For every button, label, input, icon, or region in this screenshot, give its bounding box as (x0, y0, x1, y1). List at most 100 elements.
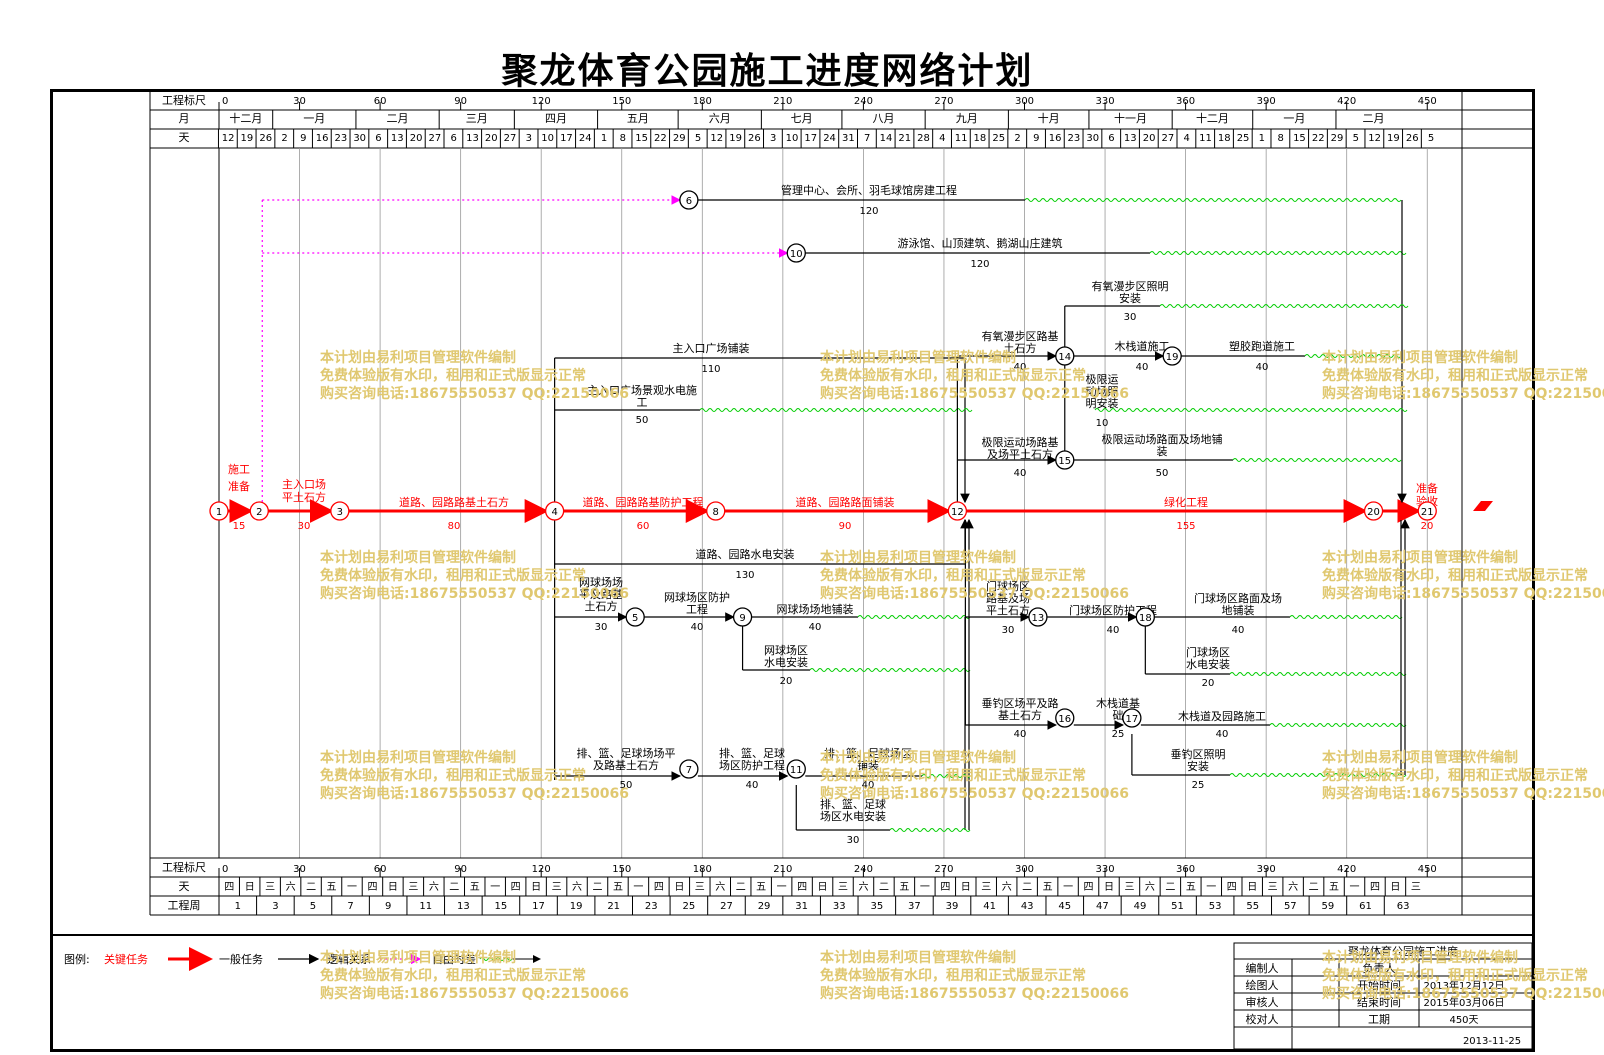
task-duration: 30 (1002, 625, 1015, 636)
task-name: 装 (1157, 445, 1168, 458)
task-critical-5-name: 道路、园路路面铺装 (796, 495, 895, 509)
node-label: 2 (256, 507, 262, 518)
month-label-cell: 一月 (303, 112, 325, 125)
week-cell: 25 (683, 901, 696, 912)
month-label-cell: 十一月 (1114, 111, 1147, 125)
weekday-cell: 三 (981, 882, 991, 893)
task-name: 工 (637, 396, 648, 409)
node-label: 8 (713, 507, 719, 518)
float-wave (1159, 304, 1409, 308)
node-circle (209, 501, 229, 521)
weekday-cell: 六 (429, 881, 439, 893)
node-circle (947, 501, 968, 521)
task-duration: 40 (1014, 362, 1027, 373)
tick-label: 450 (1418, 96, 1437, 107)
week-cell: 33 (833, 901, 846, 912)
week-cell: 43 (1021, 901, 1034, 912)
tick-label: 390 (1257, 96, 1276, 107)
watermark-line: 购买咨询电话:18675550537 QQ:22150066 (320, 585, 629, 602)
tick-label: 420 (1337, 96, 1356, 107)
end-flag (1473, 501, 1493, 511)
watermark-line: 本计划由易利项目管理软件编制 (320, 749, 516, 766)
day-label-cell: 24 (823, 133, 836, 144)
week-cell: 39 (946, 901, 959, 912)
day-label-cell: 12 (1368, 133, 1381, 144)
node-14: 14 (1055, 346, 1075, 366)
node-10: 10 (786, 243, 806, 263)
task-duration: 50 (1156, 468, 1169, 479)
watermark-line: 购买咨询电话:18675550537 QQ:22150066 (1322, 385, 1604, 402)
weekday-cell: 三 (1268, 882, 1278, 893)
float-wave (809, 668, 971, 672)
task-duration: 50 (636, 415, 649, 426)
weekday-cell: 日 (961, 882, 971, 893)
task-name: 工程 (686, 603, 708, 616)
week-cell: 31 (795, 901, 808, 912)
watermark: 本计划由易利项目管理软件编制免费体验版有水印，租用和正式版显示正常购买咨询电话:… (320, 349, 629, 402)
node-label: 19 (1166, 352, 1179, 363)
day-label-cell: 22 (1312, 133, 1325, 144)
task-name: 网球场场 (579, 575, 623, 589)
node-13: 13 (1028, 607, 1048, 627)
weekday-cell: 六 (1002, 881, 1012, 893)
task-track-name: 塑胶跑道施工 (1229, 339, 1295, 353)
node-label: 9 (739, 613, 745, 624)
tick-label: 300 (1015, 96, 1034, 107)
info-value: 2015年03月06日 (1424, 996, 1505, 1009)
week-cell: 45 (1058, 901, 1071, 912)
day-label-cell: 3 (526, 133, 532, 144)
watermark-line: 免费体验版有水印，租用和正式版显示正常 (820, 567, 1086, 584)
node-label: 14 (1058, 352, 1071, 363)
float-wave (889, 828, 971, 832)
day-label-cell: 5 (1428, 133, 1434, 144)
day-label-cell: 6 (1108, 133, 1114, 144)
day-label-cell: 19 (241, 133, 254, 144)
drawing-frame (50, 89, 1535, 1052)
weekday-cell: 二 (1165, 882, 1175, 893)
node-circle (1363, 501, 1384, 521)
task-name: 平及路基 (579, 588, 623, 601)
watermark-line: 本计划由易利项目管理软件编制 (1322, 349, 1518, 366)
info-cell: 负责人 (1363, 961, 1396, 975)
weekday-cell: 三 (1124, 882, 1134, 893)
watermark-line: 购买咨询电话:18675550537 QQ:22150066 (320, 785, 629, 802)
legend-float-wave (479, 957, 513, 961)
day-label-cell: 24 (579, 133, 592, 144)
month-label: 月 (179, 112, 190, 125)
day-label-cell: 15 (1293, 133, 1306, 144)
tick-label: 0 (222, 96, 228, 107)
watermark-line: 免费体验版有水印，租用和正式版显示正常 (320, 567, 586, 584)
weekday-cell: 六 (1145, 881, 1155, 893)
task-duration: 40 (1232, 625, 1245, 636)
weekday-cell: 日 (818, 882, 828, 893)
task-name: 及场平土石方 (987, 447, 1053, 461)
week-cell: 23 (645, 901, 658, 912)
day-label-cell: 8 (1277, 133, 1283, 144)
weekday-cell: 四 (940, 882, 950, 893)
weekday-cell: 二 (736, 882, 746, 893)
weekday-cell: 日 (1247, 882, 1257, 893)
node-label: 15 (1058, 456, 1071, 467)
weekday-cell: 二 (306, 882, 316, 893)
week-cell: 17 (532, 901, 545, 912)
task-name: 动场照 (1086, 384, 1119, 398)
node-label: 10 (790, 249, 803, 260)
watermark-line: 购买咨询电话:18675550537 QQ:22150066 (320, 385, 629, 402)
weekday-cell: 二 (593, 882, 603, 893)
watermark: 本计划由易利项目管理软件编制免费体验版有水印，租用和正式版显示正常购买咨询电话:… (1322, 349, 1604, 402)
month-label-cell: 一月 (1283, 112, 1305, 125)
bottom-tick-label: 0 (222, 864, 228, 875)
weekday-cell: 日 (674, 882, 684, 893)
month-label-cell: 三月 (466, 112, 488, 125)
task-name: 安装 (1119, 291, 1141, 305)
task-duration: 15 (233, 521, 246, 532)
bottom-day-label: 天 (179, 880, 190, 893)
task-duration: 30 (1124, 312, 1137, 323)
week-cell: 61 (1359, 901, 1372, 912)
node-circle (1055, 450, 1075, 470)
node-18: 18 (1135, 607, 1155, 627)
week-cell: 19 (570, 901, 583, 912)
task-name: 垂钓区场平及路 (982, 696, 1059, 710)
weekday-cell: 五 (1329, 882, 1339, 893)
